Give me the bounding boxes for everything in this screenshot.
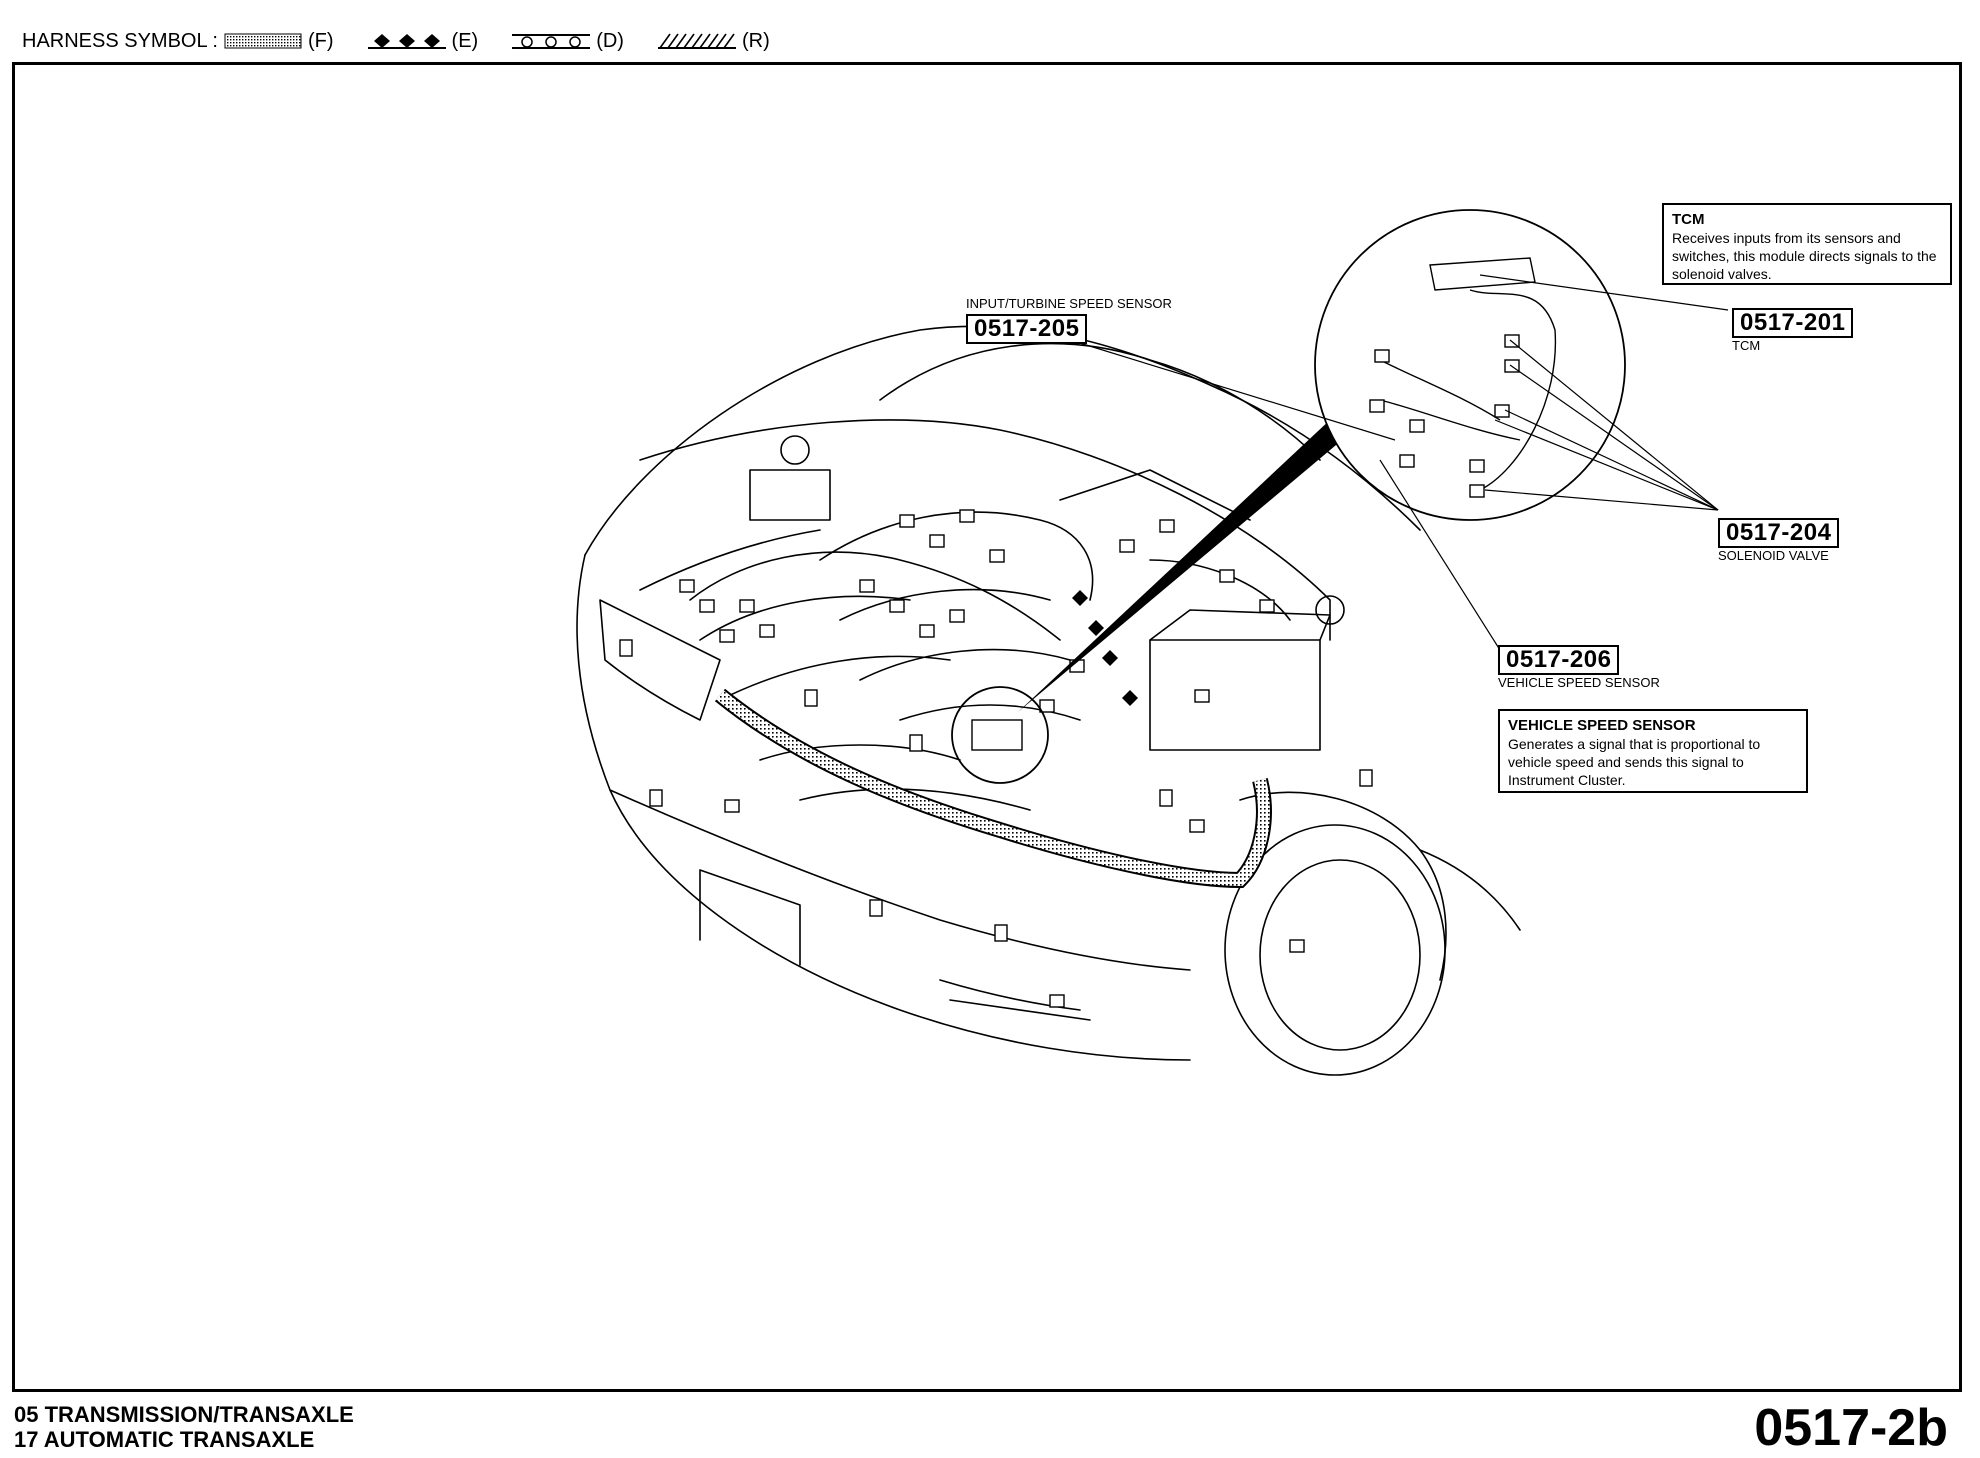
harness-symbol-circle-icon bbox=[512, 34, 591, 49]
vehicle-speed-sensor-code: 0517-206 bbox=[1498, 645, 1620, 675]
vehicle-speed-sensor-caption: VEHICLE SPEED SENSOR bbox=[1498, 675, 1660, 690]
harness-symbol-dotted-icon bbox=[224, 33, 302, 49]
legend-code-r: (R) bbox=[741, 29, 770, 52]
tcm-code: 0517-201 bbox=[1732, 308, 1854, 338]
harness-legend: HARNESS SYMBOL : (F) (E) (D) (R) bbox=[22, 26, 798, 56]
vss-note-body: Generates a signal that is proportional … bbox=[1508, 736, 1761, 788]
tcm-note-body: Receives inputs from its sensors and swi… bbox=[1672, 230, 1937, 282]
tcm-note-title: TCM bbox=[1672, 211, 1705, 228]
input-speed-sensor-code: 0517-205 bbox=[966, 314, 1088, 344]
section-title-17: 17 AUTOMATIC TRANSAXLE bbox=[14, 1427, 315, 1452]
legend-code-e: (E) bbox=[451, 29, 479, 52]
diagram-frame bbox=[12, 62, 1962, 1392]
section-titles: 05 TRANSMISSION/TRANSAXLE 17 AUTOMATIC T… bbox=[14, 1402, 354, 1452]
vss-note-title: VEHICLE SPEED SENSOR bbox=[1508, 717, 1696, 734]
legend-code-d: (D) bbox=[596, 29, 624, 52]
page-number: 0517-2b bbox=[1754, 1399, 1948, 1457]
solenoid-valve-caption: SOLENOID VALVE bbox=[1718, 548, 1829, 563]
section-title-05: 05 TRANSMISSION/TRANSAXLE bbox=[14, 1402, 354, 1427]
solenoid-valve-code: 0517-204 bbox=[1718, 518, 1840, 548]
legend-prefix: HARNESS SYMBOL : bbox=[22, 29, 218, 52]
vehicle-speed-sensor-note: VEHICLE SPEED SENSOR Generates a signal … bbox=[1498, 709, 1808, 793]
tcm-caption: TCM bbox=[1732, 338, 1761, 353]
harness-symbol-hatched-icon bbox=[657, 33, 736, 49]
input-speed-sensor-caption: INPUT/TURBINE SPEED SENSOR bbox=[966, 296, 1172, 311]
harness-symbol-diamond-icon bbox=[367, 34, 446, 49]
legend-code-f: (F) bbox=[307, 29, 334, 52]
tcm-note: TCM Receives inputs from its sensors and… bbox=[1662, 203, 1952, 285]
